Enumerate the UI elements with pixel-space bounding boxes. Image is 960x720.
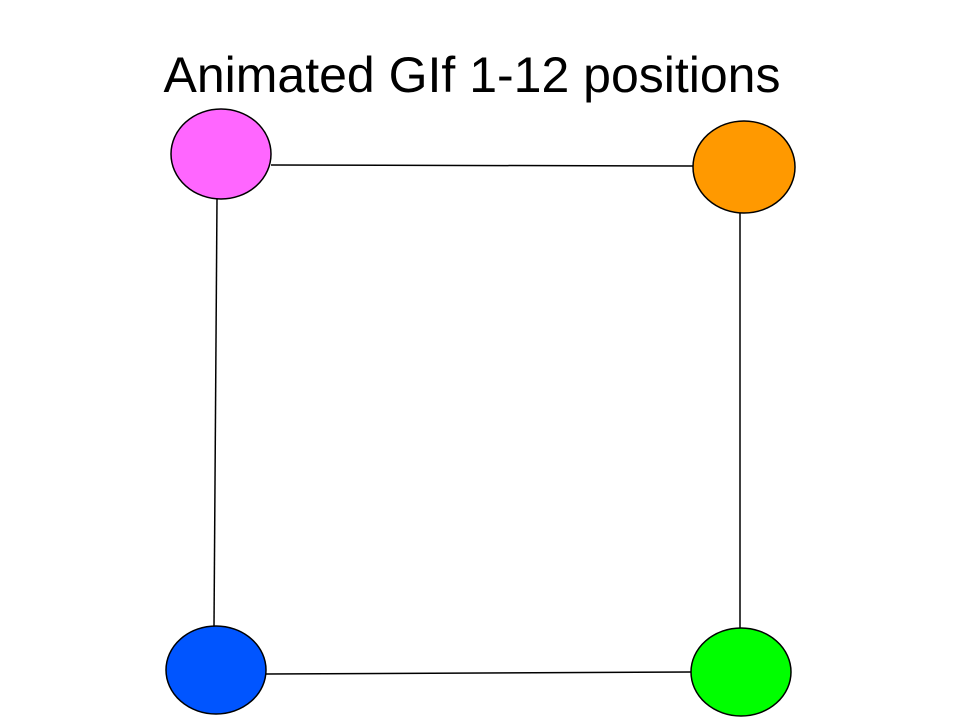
diagram-edges bbox=[213, 164, 741, 675]
bottom-right-node bbox=[690, 627, 792, 717]
top-left-node bbox=[170, 108, 272, 200]
top-edge bbox=[270, 164, 694, 167]
slide-title: Animated GIf 1-12 positions bbox=[163, 47, 781, 103]
top-right-node bbox=[692, 120, 796, 214]
diagram-nodes bbox=[165, 108, 796, 717]
bottom-left-node bbox=[165, 625, 267, 715]
left-edge bbox=[213, 198, 218, 627]
bottom-edge bbox=[265, 671, 692, 675]
